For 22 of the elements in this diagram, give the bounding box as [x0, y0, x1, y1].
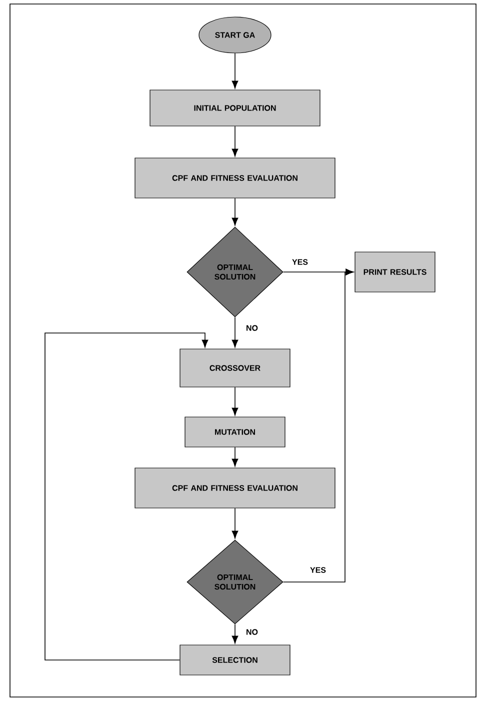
arrow [232, 508, 238, 538]
arrow [44, 332, 208, 660]
arrow [232, 198, 238, 226]
process-box: INITIAL POPULATION [150, 90, 320, 126]
process-box: PRINT RESULTS [354, 252, 436, 292]
arrow [232, 446, 238, 467]
process-box: CPF AND FITNESS EVALUATION [134, 468, 336, 508]
edge-label: YES [309, 566, 327, 574]
arrow [232, 624, 238, 644]
arrow [282, 268, 354, 582]
edge-label: NO [245, 628, 259, 636]
arrow [232, 52, 238, 88]
process-box: CPF AND FITNESS EVALUATION [134, 158, 336, 198]
process-box: MUTATION [184, 416, 286, 448]
edge-label: YES [291, 258, 309, 266]
start-oval: START GA [198, 16, 272, 54]
arrow [232, 316, 238, 348]
arrow [232, 126, 238, 156]
process-box: CROSSOVER [180, 348, 290, 388]
edge-label: NO [245, 324, 259, 332]
arrow [232, 386, 238, 416]
process-box: SELECTION [180, 644, 290, 676]
